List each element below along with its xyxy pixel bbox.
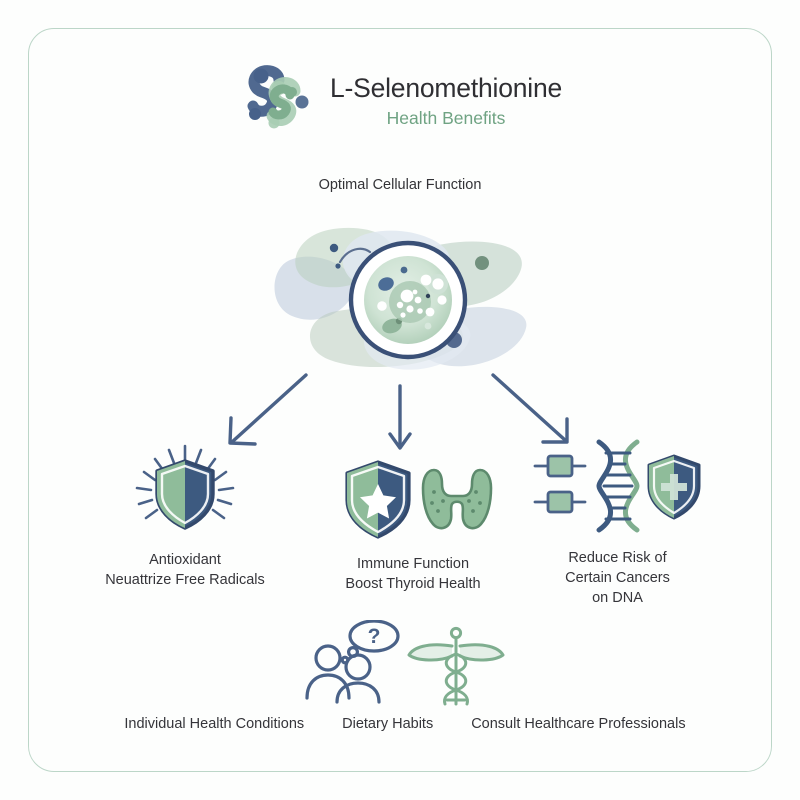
arrow-down-icon xyxy=(388,384,412,450)
header: L-Selenomethionine Health Benefits xyxy=(0,62,800,140)
benefit-caption: Reduce Risk of Certain Cancers on DNA xyxy=(515,548,720,608)
arrow-down-right-icon xyxy=(491,373,569,444)
benefit-item-antioxidant[interactable]: Antioxidant Neuattrize Free Radicals xyxy=(60,444,310,590)
cell-body xyxy=(348,240,468,360)
particle xyxy=(329,243,339,253)
two-people-question-icon xyxy=(305,619,400,704)
benefit-art xyxy=(308,456,518,542)
arrow-group xyxy=(180,360,620,480)
footer-label: Dietary Habits xyxy=(342,716,434,732)
footer-label-row: Individual Health Conditions Dietary Hab… xyxy=(60,716,750,732)
benefit-line: Reduce Risk of xyxy=(568,550,667,566)
title-block: L-Selenomethionine Health Benefits xyxy=(330,73,562,128)
benefit-line: Antioxidant xyxy=(149,552,221,568)
footer-label: Consult Healthcare Professionals xyxy=(471,716,686,732)
selenium-s-molecule-icon xyxy=(238,62,316,140)
page-subtitle: Health Benefits xyxy=(386,107,506,128)
cross-shield-icon xyxy=(647,454,700,520)
benefit-row: Antioxidant Neuattrize Free Radicals xyxy=(60,439,750,610)
benefit-item-cancer-risk[interactable]: Reduce Risk of Certain Cancers on DNA xyxy=(515,439,720,608)
dna-helix-icon xyxy=(595,439,640,533)
cell-illustration xyxy=(258,208,558,388)
benefit-line: Boost Thyroid Health xyxy=(345,576,481,592)
caduceus-icon xyxy=(407,626,505,706)
benefit-item-immune-thyroid[interactable]: Immune Function Boost Thyroid Health xyxy=(308,456,518,594)
footer-art: ? xyxy=(297,619,512,712)
radiant-shield-icon xyxy=(135,444,235,530)
benefit-line: Immune Function xyxy=(356,556,470,572)
footer-label: Individual Health Conditions xyxy=(124,716,305,732)
benefit-art xyxy=(60,444,310,538)
benefit-line: on DNA xyxy=(592,590,643,606)
benefit-caption: Antioxidant Neuattrize Free Radicals xyxy=(60,550,310,590)
particle xyxy=(475,256,489,270)
particle xyxy=(335,263,341,269)
arrow-down-left-icon xyxy=(228,373,308,446)
benefit-caption: Immune Function Boost Thyroid Health xyxy=(308,554,518,594)
thyroid-gland-icon xyxy=(421,468,493,530)
benefit-line: Neuattrize Free Radicals xyxy=(105,572,265,588)
star-shield-icon xyxy=(345,460,411,539)
benefit-line: Certain Cancers xyxy=(565,570,670,586)
gene-nodes-icon xyxy=(533,454,586,514)
question-mark-label: ? xyxy=(368,625,381,648)
page-title: L-Selenomethionine xyxy=(329,73,563,104)
benefit-art xyxy=(515,439,720,536)
center-caption: Optimal Cellular Function xyxy=(318,177,482,193)
